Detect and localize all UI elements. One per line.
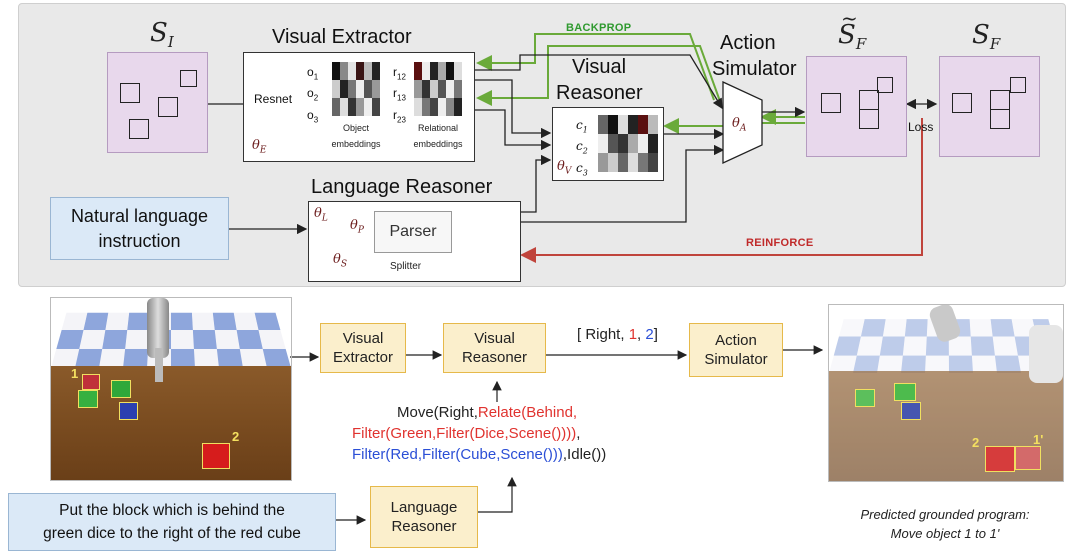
nl-instruction-box: Natural language instruction	[50, 197, 229, 260]
s-initial-label: SI	[150, 18, 174, 52]
prediction-caption: Predicted grounded program: Move object …	[860, 507, 1030, 541]
s-final-label: SF	[972, 20, 1001, 54]
action-simulator-title-1: Action	[720, 32, 776, 54]
action-simulator-shape	[722, 80, 763, 165]
concept-matrix	[598, 115, 658, 172]
theta-l-label: θL	[314, 206, 328, 224]
reinforce-arrow	[520, 118, 923, 263]
program-code-line-3: Filter(Red,Filter(Cube,Scene())),Idle())	[352, 446, 607, 463]
ve-to-vr-arrow-1	[474, 79, 552, 139]
s-predicted-label: ~SF	[838, 6, 867, 54]
backprop-label: BACKPROP	[566, 22, 632, 34]
backprop-arrow-1	[476, 33, 715, 101]
object-embedding-matrix	[332, 62, 380, 116]
backprop-arrow-2	[476, 45, 722, 106]
parser-box: Parser	[374, 211, 452, 253]
scene2-label-2: 2	[972, 435, 980, 450]
visual-reasoner-title-2: Reasoner	[556, 82, 643, 104]
theta-v-label: θV	[557, 159, 572, 177]
s-final-state	[939, 56, 1040, 157]
lr-to-vr-arrow	[519, 154, 552, 213]
theta-s-label: θS	[333, 252, 347, 270]
language-reasoner-title: Language Reasoner	[311, 176, 493, 198]
bottom-instruction-box: Put the block which is behind the green …	[8, 493, 336, 551]
relation-labels: r12 r13 r23	[393, 65, 406, 125]
scene1-label-2: 2	[232, 429, 240, 444]
theta-p-label: θP	[350, 218, 364, 236]
concept-labels: c1 c2 c3	[576, 118, 588, 178]
scene-predicted-image: 2 1'	[828, 304, 1064, 482]
scene2-label-1prime: 1'	[1033, 432, 1044, 447]
program-output: [ Right, 1, 2]	[577, 326, 658, 343]
s-predicted-state	[806, 56, 907, 157]
visual-reasoner-title-1: Visual	[572, 56, 627, 78]
resnet-label: Resnet	[254, 92, 293, 106]
program-code-line-2: Filter(Green,Filter(Dice,Scene()))),	[352, 425, 581, 442]
visual-extractor-title: Visual Extractor	[272, 26, 412, 48]
relational-embedding-matrix	[414, 62, 462, 116]
loss-label: Loss	[908, 120, 934, 134]
splitter-label: Splitter	[390, 261, 422, 272]
scene-initial-image: 1 2	[50, 297, 292, 481]
theta-a-label: θA	[732, 116, 747, 134]
s-initial-state	[107, 52, 208, 153]
action-simulator-title-2: Simulator	[712, 58, 797, 80]
scene1-label-1: 1	[71, 366, 79, 381]
reinforce-label: REINFORCE	[746, 237, 814, 249]
lr-to-action-arrow	[519, 144, 725, 223]
theta-e-label: θE	[252, 138, 267, 156]
object-labels: o1 o2 o3	[307, 65, 319, 125]
program-code-line-1: Move(Right,Relate(Behind,	[397, 404, 578, 421]
